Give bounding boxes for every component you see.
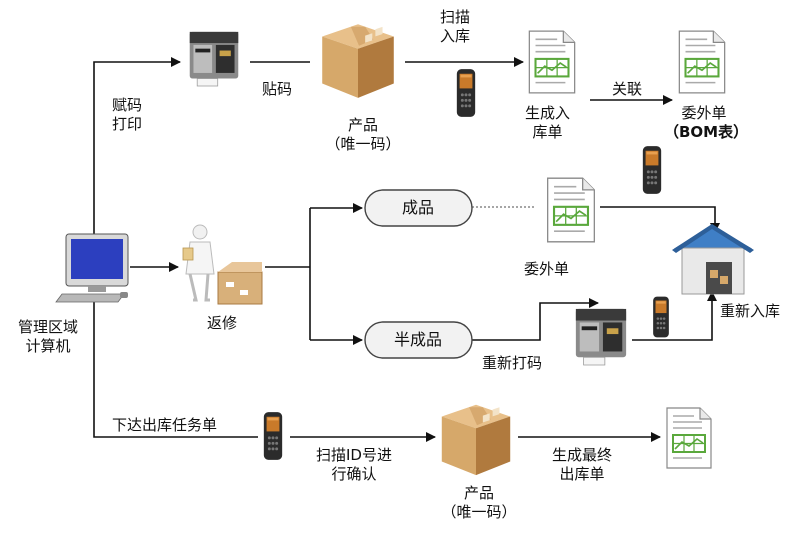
outsource-bom-label: 委外单（BOM表） xyxy=(664,104,749,141)
scan-in-label: 扫描入库 xyxy=(440,8,471,45)
computer-icon xyxy=(55,233,129,303)
carton-box-icon xyxy=(441,404,511,476)
finished-product-node xyxy=(364,189,473,227)
document-chart-icon xyxy=(546,177,596,243)
paste-code-label: 贴码 xyxy=(262,80,293,98)
rework-label: 返修 xyxy=(207,314,238,332)
issue-outbound-task-label: 下达出库任务单 xyxy=(112,416,218,434)
document-chart-icon xyxy=(678,30,726,94)
handheld-scanner-icon xyxy=(456,69,476,117)
connectors xyxy=(93,57,720,442)
handheld-scanner-icon xyxy=(642,146,662,194)
outsource-order-label: 委外单 xyxy=(524,260,570,278)
product-unique-code-bottom-label: 产品（唯一码） xyxy=(441,484,517,521)
document-chart-icon xyxy=(528,30,576,94)
repair-worker-icon xyxy=(182,224,263,305)
assign-print-label: 赋码打印 xyxy=(112,96,143,133)
re-storage-label: 重新入库 xyxy=(720,302,781,320)
generate-outbound-order-label: 生成最终出库单 xyxy=(552,446,613,483)
barcode-printer-icon xyxy=(189,31,239,87)
management-computer-label: 管理区域计算机 xyxy=(17,318,78,355)
generate-inbound-order-label: 生成入库单 xyxy=(525,104,571,141)
link-label: 关联 xyxy=(612,80,643,98)
reprint-label: 重新打码 xyxy=(482,354,543,372)
warehouse-icon xyxy=(672,224,754,295)
handheld-scanner-icon xyxy=(263,412,283,460)
document-chart-icon xyxy=(666,407,712,469)
barcode-printer-icon xyxy=(575,308,627,366)
product-unique-code-label: 产品（唯一码） xyxy=(325,116,401,153)
handheld-scanner-icon xyxy=(653,296,669,338)
carton-box-icon xyxy=(322,24,394,98)
scan-id-confirm-label: 扫描ID号进行确认 xyxy=(316,446,392,483)
semi-finished-node xyxy=(364,321,473,359)
